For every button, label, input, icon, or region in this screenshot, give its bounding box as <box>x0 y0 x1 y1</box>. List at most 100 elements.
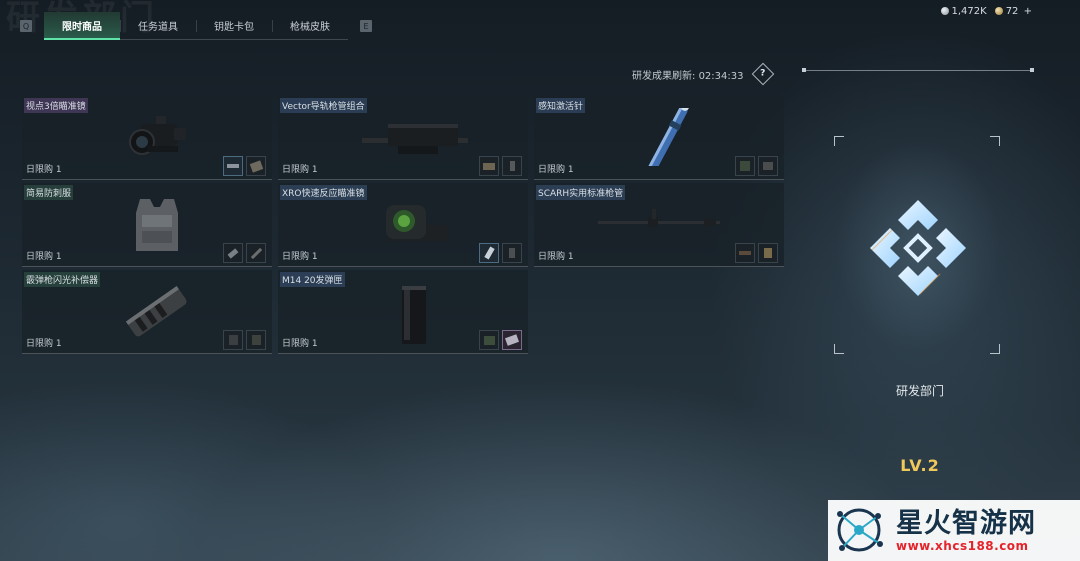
item-name: Vector导轨枪管组合 <box>280 98 367 113</box>
add-currency-button[interactable]: + <box>1023 6 1032 17</box>
material-slot[interactable] <box>223 330 243 350</box>
gold-amount: 72 <box>1005 6 1019 17</box>
item-name: 视点3倍瞄准镜 <box>24 98 88 113</box>
purchase-limit: 日限购 1 <box>538 252 574 262</box>
purchase-limit: 日限购 1 <box>538 165 574 175</box>
purchase-limit: 日限购 1 <box>26 339 62 349</box>
tab-weapon-skins[interactable]: 枪械皮肤 <box>272 12 348 40</box>
tab-keycard-pack[interactable]: 钥匙卡包 <box>196 12 272 40</box>
barrel-icon <box>598 209 720 227</box>
material-card-icon <box>504 334 520 346</box>
material-slots <box>735 243 778 263</box>
material-plate-icon <box>249 159 263 173</box>
department-level: LV.2 <box>900 456 940 475</box>
item-card[interactable]: XRO快速反应瞄准镜 日限购 1 <box>278 183 528 267</box>
tabs: 限时商品 任务道具 钥匙卡包 枪械皮肤 <box>44 12 348 40</box>
material-slot[interactable] <box>735 156 755 176</box>
material-slot[interactable] <box>246 243 266 263</box>
item-card[interactable]: 视点3倍瞄准镜 日限购 1 <box>22 96 272 180</box>
tab-limited-items[interactable]: 限时商品 <box>44 12 120 40</box>
tab-quest-items[interactable]: 任务道具 <box>120 12 196 40</box>
material-slot[interactable] <box>223 243 243 263</box>
barrel-rail-icon <box>362 124 468 154</box>
purchase-limit: 日限购 1 <box>282 339 318 349</box>
material-knife-icon <box>250 247 262 259</box>
item-card[interactable]: 霰弹枪闪光补偿器 日限购 1 <box>22 270 272 354</box>
research-department-logo-icon <box>866 196 970 300</box>
frame-corner <box>990 136 1000 146</box>
material-slots <box>479 330 522 350</box>
item-card[interactable]: SCARH实用标准枪管 日限购 1 <box>534 183 784 267</box>
material-slot[interactable] <box>758 243 778 263</box>
item-name: M14 20发弹匣 <box>280 272 345 287</box>
material-part-icon <box>763 162 773 170</box>
watermark-logo-icon <box>837 508 883 551</box>
help-button[interactable]: ? <box>752 62 775 86</box>
material-slots <box>223 156 266 176</box>
silver-coin-icon <box>940 7 949 15</box>
item-card[interactable]: 简易防刺服 日限购 1 <box>22 183 272 267</box>
next-tab-key-hint[interactable]: E <box>360 20 372 32</box>
silver-amount: 1,472K <box>951 6 987 17</box>
material-slot[interactable] <box>502 243 522 263</box>
refresh-time: 02:34:33 <box>698 70 744 82</box>
gold-currency: 72 + <box>994 6 1032 17</box>
material-slot[interactable] <box>735 243 755 263</box>
magazine-icon <box>402 286 426 344</box>
item-name: XRO快速反应瞄准镜 <box>280 185 367 200</box>
tab-bar: Q 限时商品 任务道具 钥匙卡包 枪械皮肤 E <box>20 12 372 40</box>
frame-corner <box>990 344 1000 354</box>
material-slot[interactable] <box>479 330 499 350</box>
item-card[interactable]: 感知激活针 日限购 1 <box>534 96 784 180</box>
watermark-url: www.xhcs188.com <box>896 538 1029 553</box>
material-gun-icon <box>739 251 751 255</box>
material-bottle-icon <box>509 161 515 171</box>
material-box-icon <box>251 335 261 345</box>
material-slots <box>479 156 522 176</box>
frame-corner <box>834 344 844 354</box>
red-dot-sight-icon <box>386 205 448 241</box>
prev-tab-key-hint[interactable]: Q <box>20 20 32 32</box>
item-card[interactable]: M14 20发弹匣 日限购 1 <box>278 270 528 354</box>
material-slot[interactable] <box>758 156 778 176</box>
material-plant-icon <box>483 335 495 345</box>
watermark-title: 星火智游网 <box>896 507 1036 539</box>
material-flashlight-icon <box>483 246 495 260</box>
gold-coin-icon <box>994 7 1003 15</box>
material-slot[interactable] <box>479 243 499 263</box>
material-slots <box>223 330 266 350</box>
material-bottle-icon <box>509 248 515 258</box>
currency-bar: 1,472K 72 + <box>940 6 1032 17</box>
material-box-icon <box>483 162 495 170</box>
refresh-label: 研发成果刷新: <box>632 70 696 82</box>
silver-currency: 1,472K <box>940 6 987 17</box>
question-icon: ? <box>760 68 767 79</box>
material-slots <box>735 156 778 176</box>
purchase-limit: 日限购 1 <box>282 252 318 262</box>
panel-divider <box>802 68 1034 72</box>
frame-corner <box>834 136 844 146</box>
injector-icon <box>648 108 689 166</box>
material-herb-icon <box>740 161 750 171</box>
item-name: SCARH实用标准枪管 <box>536 185 626 200</box>
material-slot[interactable] <box>246 156 266 176</box>
material-jar-icon <box>228 335 238 345</box>
item-card[interactable]: Vector导轨枪管组合 日限购 1 <box>278 96 528 180</box>
purchase-limit: 日限购 1 <box>26 252 62 262</box>
material-tool-icon <box>227 247 239 259</box>
item-name: 霰弹枪闪光补偿器 <box>24 272 101 287</box>
item-name: 感知激活针 <box>536 98 586 113</box>
material-slots <box>223 243 266 263</box>
material-slot[interactable] <box>479 156 499 176</box>
item-name: 简易防刺服 <box>24 185 74 200</box>
material-slot[interactable] <box>223 156 243 176</box>
material-slot[interactable] <box>246 330 266 350</box>
site-watermark: 星火智游网 www.xhcs188.com <box>828 500 1080 561</box>
department-name: 研发部门 <box>895 384 944 398</box>
item-grid: 视点3倍瞄准镜 日限购 1 Vector导轨枪管组合 日限购 1 <box>22 96 784 354</box>
material-gun-icon <box>227 164 239 168</box>
material-can-icon <box>764 248 772 258</box>
material-slots <box>479 243 522 263</box>
material-slot[interactable] <box>502 330 522 350</box>
material-slot[interactable] <box>502 156 522 176</box>
